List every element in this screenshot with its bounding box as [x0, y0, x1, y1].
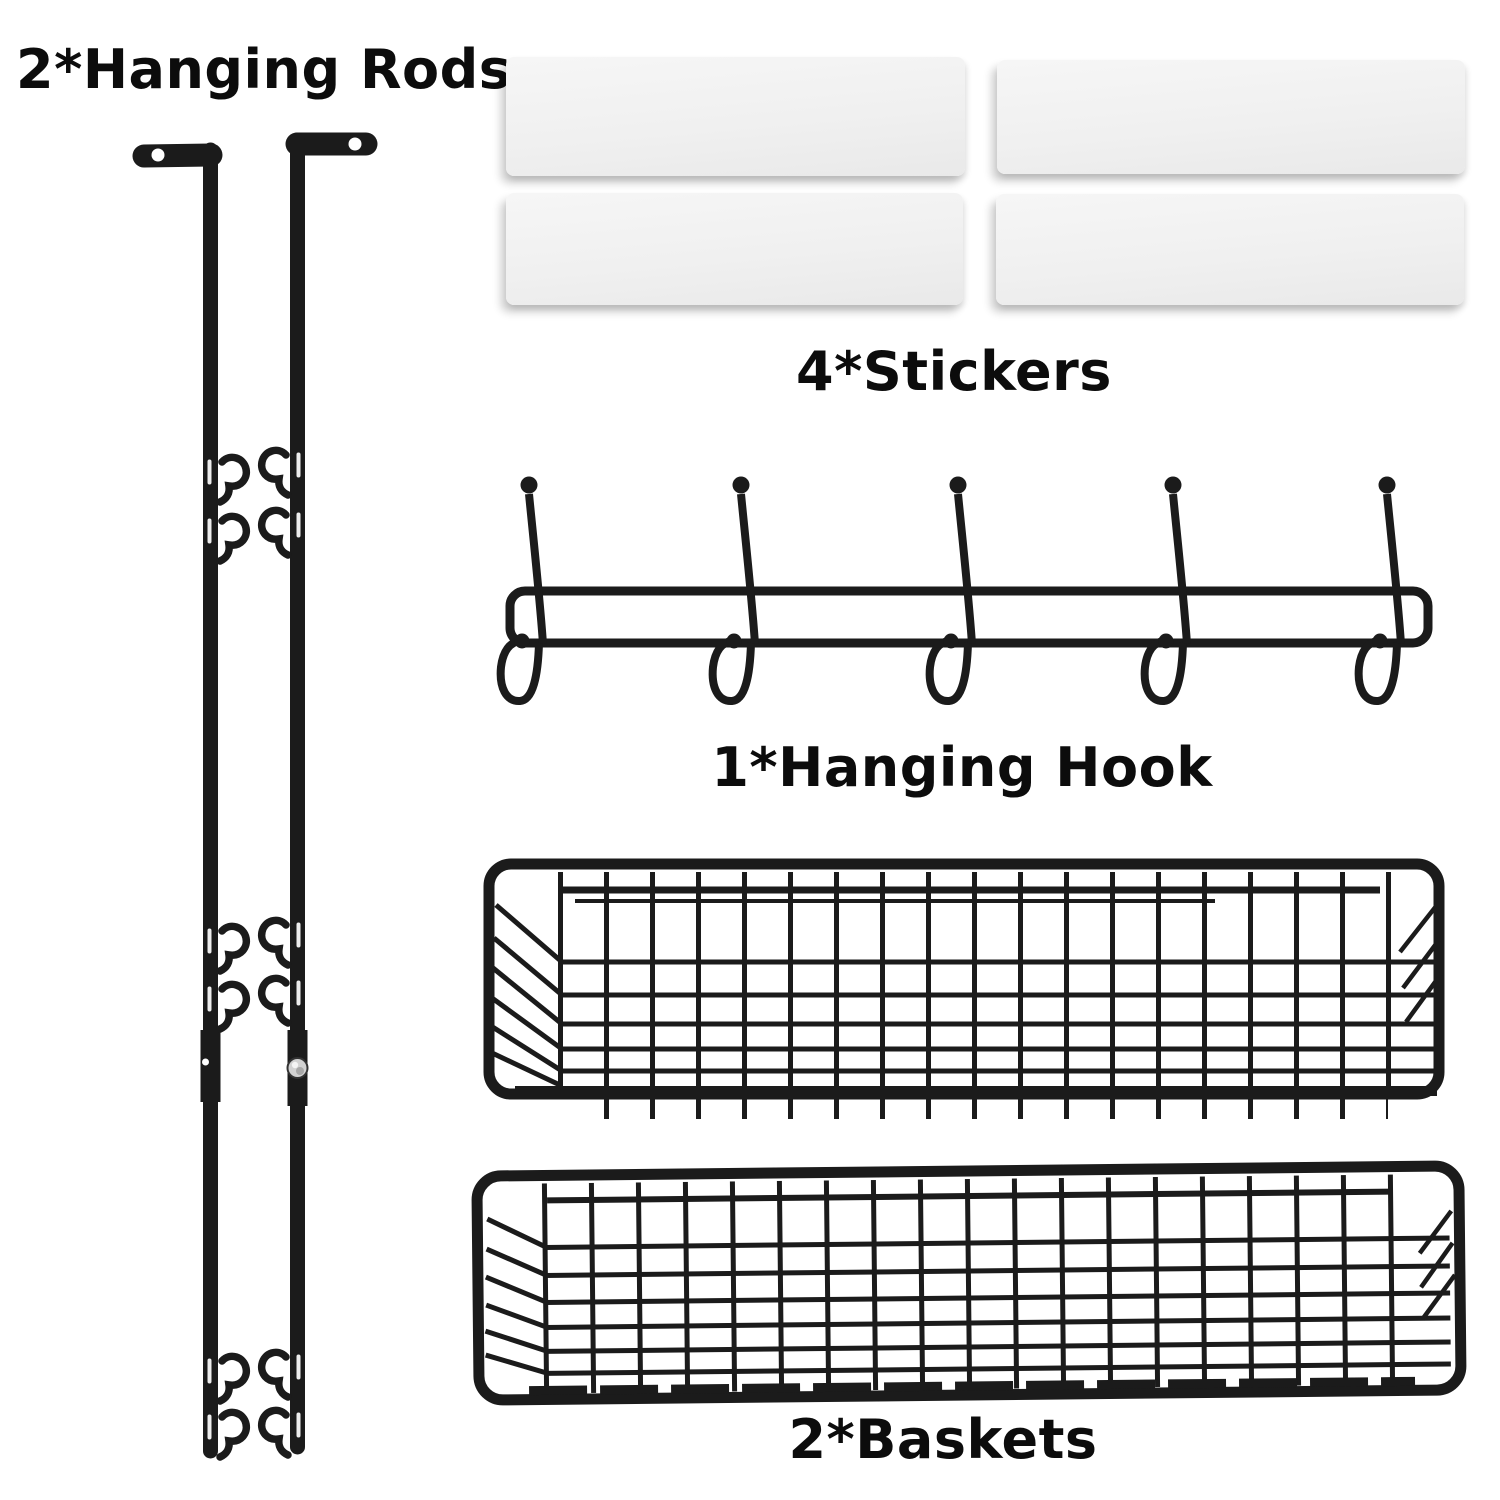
hanging-rods-label: 2*Hanging Rods	[16, 38, 512, 101]
sticker	[996, 194, 1464, 305]
hanging-hook-image	[470, 450, 1433, 740]
sticker	[506, 57, 965, 176]
adjuster-screw	[286, 1057, 309, 1079]
mount-hole	[348, 137, 362, 151]
stickers-label: 4*Stickers	[796, 340, 1112, 403]
wire-basket	[483, 858, 1445, 1119]
basket-1-image	[483, 858, 1445, 1119]
basket-2-image	[471, 1160, 1467, 1406]
hook-rail	[501, 477, 1433, 702]
hanging-hook-label: 1*Hanging Hook	[711, 736, 1213, 799]
sticker	[997, 60, 1465, 174]
baskets-label: 2*Baskets	[788, 1408, 1098, 1471]
adjust-hole	[202, 1058, 209, 1066]
hanging-rod-right	[262, 132, 378, 1456]
sticker	[506, 193, 963, 305]
mount-hole	[151, 148, 165, 162]
wire-basket	[471, 1160, 1467, 1406]
hanging-rods-image	[132, 132, 378, 1480]
hanging-rod-left	[132, 142, 246, 1458]
